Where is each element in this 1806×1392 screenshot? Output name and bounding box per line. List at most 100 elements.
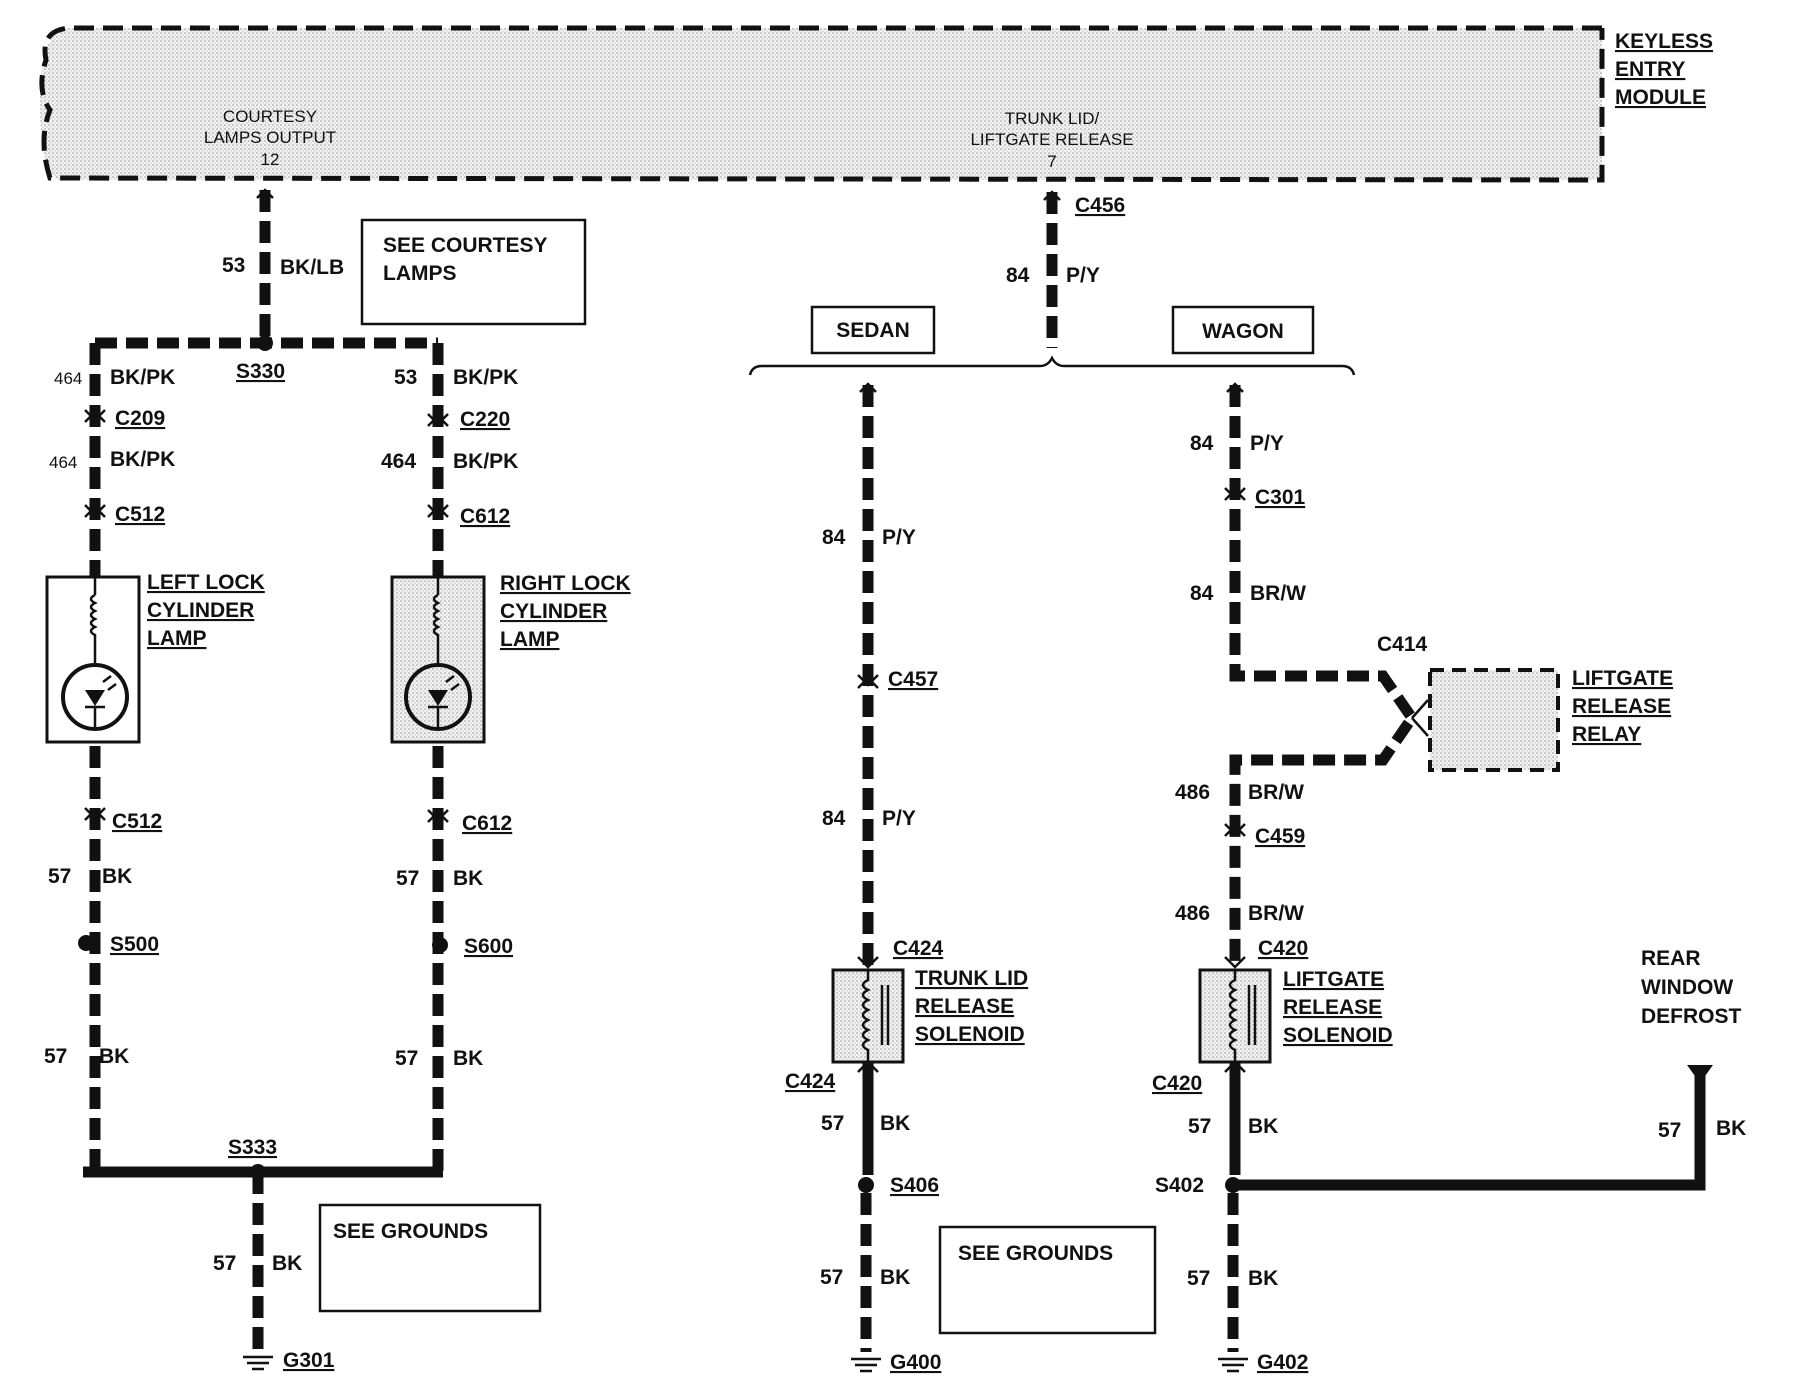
component-label: RELAY [1572, 723, 1641, 746]
wire-circuit-label: 464 [49, 453, 77, 472]
wire-circuit-label: 57 [44, 1045, 67, 1068]
ground-g402-symbol [1218, 1357, 1248, 1373]
component-label: CYLINDER [500, 600, 607, 623]
wire-57-bk-defrost [1233, 1070, 1706, 1191]
wire-circuit-label: 464 [381, 450, 416, 473]
pin7-number: 7 [1047, 152, 1056, 171]
component-label: TRUNK LID [915, 967, 1028, 990]
left-lock-cylinder-lamp [45, 575, 141, 744]
trunk-lid-release-solenoid [831, 968, 905, 1064]
connector-c420: C420 [1152, 1072, 1202, 1095]
wire-circuit-label: 57 [1187, 1267, 1210, 1290]
splice-label: S333 [228, 1136, 277, 1159]
splice-s330 [257, 335, 273, 351]
module-name-2: ENTRY [1615, 58, 1685, 81]
keyless-entry-module: KEYLESS ENTRY MODULE COURTESY LAMPS OUTP… [39, 25, 1713, 183]
connector-c512: C512 [112, 810, 162, 833]
module-name-3: MODULE [1615, 86, 1706, 109]
wire-circuit-label: 486 [1175, 781, 1210, 804]
wire-circuit-label: 57 [821, 1112, 844, 1135]
release-circuit: C456 84 P/Y SEDAN WAGON 84 P/Y C457 84 P… [748, 190, 1746, 1374]
wire-color-label: BK [1248, 1115, 1278, 1138]
splice-label: S402 [1155, 1174, 1204, 1197]
connector-c456: C456 [1075, 194, 1125, 217]
note-text: SEE GROUNDS [333, 1220, 488, 1243]
component-label: RELEASE [915, 995, 1014, 1018]
connector-c414: C414 [1377, 633, 1428, 656]
connector-c424: C424 [785, 1070, 836, 1093]
ground-g301-symbol [243, 1355, 273, 1371]
see-grounds-note [318, 1203, 542, 1313]
connector-c512: C512 [115, 503, 165, 526]
connector-symbol [84, 409, 106, 423]
wire-color-label: BK [453, 867, 483, 890]
ground-label: G402 [1257, 1351, 1308, 1374]
connector-c301: C301 [1255, 486, 1306, 509]
wire-color-label: BK/PK [110, 366, 175, 389]
connector-c424: C424 [893, 937, 944, 960]
liftgate-release-solenoid [1198, 968, 1272, 1064]
wire-circuit-label: 84 [1190, 582, 1214, 605]
liftgate-release-relay [1411, 668, 1560, 772]
wire-color-label: BK [99, 1045, 129, 1068]
component-label: LEFT LOCK [147, 571, 265, 594]
wire-circuit-label: 57 [213, 1252, 236, 1275]
pin7-label-2: LIFTGATE RELEASE [970, 130, 1133, 149]
ground-label: G400 [890, 1351, 941, 1374]
wire-wagon-path [1229, 385, 1419, 965]
wire-color-label: BK/PK [453, 366, 518, 389]
wire-color-label: BK [453, 1047, 483, 1070]
wire-color-label: BK [880, 1112, 910, 1135]
wire-circuit-label: 57 [1658, 1119, 1681, 1142]
pin12-number: 12 [261, 150, 280, 169]
variant-text: WAGON [1202, 320, 1284, 343]
wagon-variant-label [1171, 305, 1315, 355]
pin12-terminal [256, 188, 274, 199]
connector-c220: C220 [460, 408, 510, 431]
courtesy-lamp-circuit: 53 BK/LB SEE COURTESY LAMPS S330 464 BK/… [44, 188, 631, 1372]
wire-color-label: P/Y [882, 807, 916, 830]
right-lock-cylinder-lamp [390, 575, 486, 744]
splice-s600 [432, 937, 448, 953]
wire-circuit-label: 57 [820, 1266, 843, 1289]
wire-color-label: BK/PK [110, 448, 175, 471]
component-label: SOLENOID [1283, 1024, 1393, 1047]
wire-circuit-label: 57 [1188, 1115, 1211, 1138]
wire-color-label: BK [102, 865, 132, 888]
connector-c612: C612 [462, 812, 512, 835]
ground-label: G301 [283, 1349, 335, 1372]
connector-c612: C612 [460, 505, 510, 528]
sedan-variant-label [810, 305, 936, 355]
variant-text: SEDAN [836, 319, 910, 342]
note-text: LAMPS [383, 262, 457, 285]
wire-color-label: BK [1716, 1117, 1746, 1140]
splice-label: S330 [236, 360, 285, 383]
note-text: SEE COURTESY [383, 234, 548, 257]
splice-label: S500 [110, 933, 159, 956]
component-label: SOLENOID [915, 1023, 1025, 1046]
see-grounds-note [938, 1225, 1157, 1335]
note-text: SEE GROUNDS [958, 1242, 1113, 1265]
splice-s406 [858, 1177, 874, 1193]
wire-color-label: BK/PK [453, 450, 518, 473]
pin12-label-2: LAMPS OUTPUT [204, 128, 336, 147]
splice-s500 [78, 935, 94, 951]
wire-circuit-label: 464 [54, 369, 82, 388]
ground-g400-symbol [851, 1357, 881, 1373]
wire-circuit-label: 486 [1175, 902, 1210, 925]
component-label: RELEASE [1283, 996, 1382, 1019]
wire-circuit-label: 84 [1190, 432, 1214, 455]
component-label: LIFTGATE [1572, 667, 1673, 690]
wire-circuit-label: 84 [822, 526, 846, 549]
component-label: CYLINDER [147, 599, 254, 622]
wire-color-label: BR/W [1250, 582, 1306, 605]
wire-color-label: BK [272, 1252, 302, 1275]
wire-circuit-label: 84 [1006, 264, 1030, 287]
component-label: LAMP [500, 628, 560, 651]
wire-circuit-label: 57 [395, 1047, 418, 1070]
wire-circuit-label: 53 [222, 254, 245, 277]
component-label: RELEASE [1572, 695, 1671, 718]
rear-window-defrost-terminal [1687, 1065, 1713, 1083]
component-label: WINDOW [1641, 976, 1733, 999]
